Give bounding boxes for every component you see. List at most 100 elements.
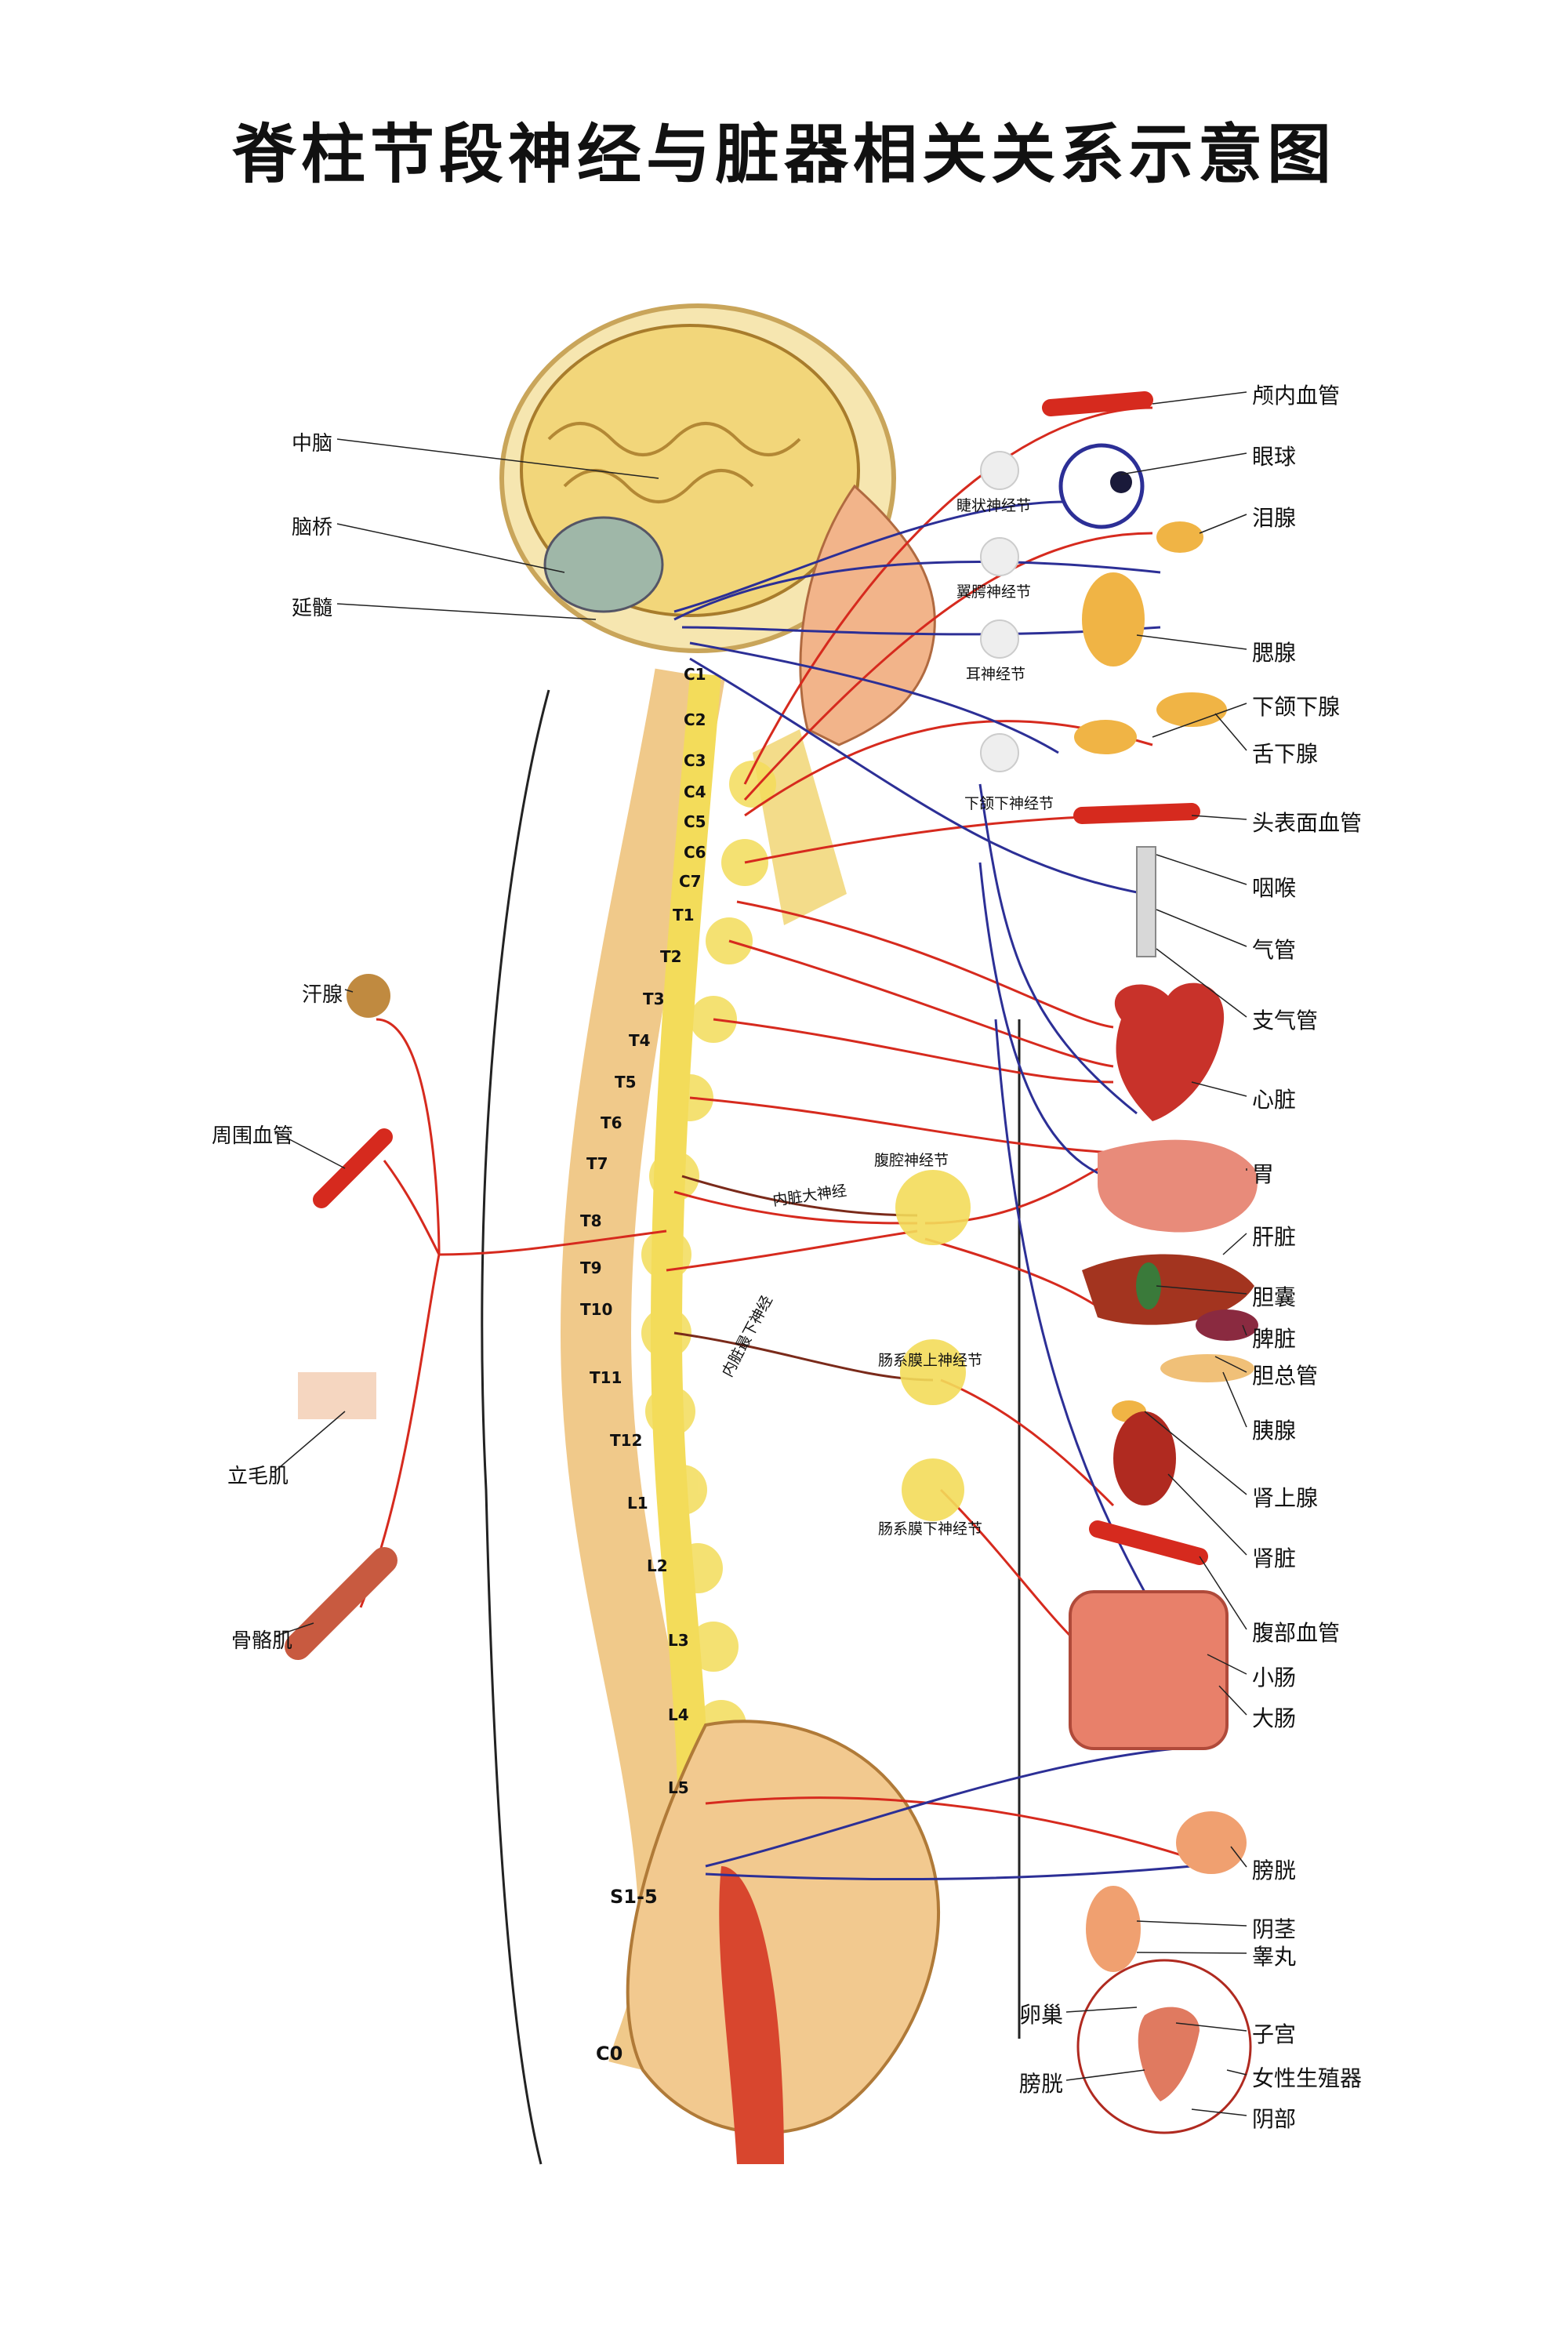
vertebra-C2: C2: [684, 710, 706, 729]
vertebra-S1-5: S1-5: [610, 1886, 658, 1908]
vertebra-L4: L4: [668, 1705, 689, 1724]
label-large-intestine: 大肠: [1252, 1705, 1297, 1731]
label-testis: 睾丸: [1252, 1944, 1297, 1970]
stomach-icon: [1098, 1139, 1258, 1233]
vertebra-C5: C5: [684, 812, 706, 831]
eyeball-icon: [1058, 443, 1145, 529]
thigh-muscle: [719, 1866, 784, 2164]
label-bladder: 膀胱: [1252, 1858, 1297, 1883]
label-sublingual-gland: 舌下腺: [1252, 741, 1319, 767]
vertebra-T11: T11: [590, 1368, 622, 1387]
label-female-genitalia: 女性生殖器: [1252, 2065, 1363, 2091]
pharynx-trachea-icon: [1136, 846, 1156, 957]
label-penis: 阴茎: [1252, 1916, 1297, 1942]
gallbladder-icon: [1136, 1262, 1161, 1309]
label-heart: 心脏: [1252, 1087, 1297, 1113]
penis-testis-icon: [1086, 1886, 1141, 1972]
bladder-icon: [1176, 1811, 1247, 1874]
label-stomach: 胃: [1252, 1161, 1275, 1187]
female-genital-circle: [1076, 1959, 1252, 2134]
label-parotid-gland: 腮腺: [1252, 640, 1297, 666]
label-pons: 脑桥: [292, 516, 333, 539]
label-peripheral-vessel: 周围血管: [212, 1124, 294, 1148]
parasympathetic-fibers: [673, 500, 1192, 1881]
vertebra-T9: T9: [580, 1258, 602, 1277]
sublingual-gland-icon: [1156, 692, 1227, 727]
label-uterus: 子宫: [1252, 2021, 1297, 2047]
vertebra-T7: T7: [586, 1154, 608, 1173]
label-celiac-ganglion: 腹腔神经节: [874, 1152, 949, 1169]
vertebra-T8: T8: [580, 1211, 602, 1230]
label-sweat-gland: 汗腺: [302, 983, 343, 1007]
peripheral-vessel-icon: [313, 1128, 393, 1208]
label-pudendum: 阴部: [1252, 2106, 1297, 2132]
label-kidney: 肾脏: [1252, 1545, 1297, 1571]
label-liver: 肝脏: [1252, 1224, 1297, 1250]
neck: [753, 729, 847, 925]
vertebra-T5: T5: [615, 1073, 637, 1091]
vertebra-T1: T1: [673, 906, 695, 924]
vertebra-C7: C7: [679, 872, 702, 891]
label-inferior-mesenteric-ganglion: 肠系膜下神经节: [878, 1520, 983, 1538]
label-eyeball: 眼球: [1252, 444, 1297, 470]
intracranial-vessel-icon: [1042, 391, 1153, 416]
label-submandibular-ganglion: 下颌下神经节: [964, 795, 1054, 812]
label-otic-ganglion: 耳神经节: [966, 666, 1026, 683]
leader-lines: [274, 391, 1247, 2116]
sweat-gland-icon: [347, 974, 390, 1018]
vertebra-C3: C3: [684, 751, 706, 770]
uterus-icon: [1138, 2007, 1200, 2101]
spleen-icon: [1196, 1309, 1258, 1341]
label-ovary: 卵巢: [1019, 2002, 1064, 2028]
label-adrenal-gland: 肾上腺: [1252, 1485, 1319, 1511]
head-ganglia: [980, 451, 1019, 772]
label-submandibular-gland: 下颌下腺: [1252, 694, 1341, 720]
vertebra-T6: T6: [601, 1113, 622, 1132]
parotid-gland-icon: [1082, 572, 1145, 666]
label-small-intestine: 小肠: [1252, 1665, 1297, 1691]
kidney-icon: [1113, 1411, 1176, 1505]
vertebra-C6: C6: [684, 843, 706, 862]
vertebra-T10: T10: [580, 1300, 613, 1319]
label-trachea: 气管: [1252, 937, 1297, 963]
label-arrector-pili: 立毛肌: [227, 1465, 289, 1488]
label-head-surface-vessels: 头表面血管: [1252, 810, 1363, 836]
label-lacrimal-gland: 泪腺: [1252, 505, 1297, 531]
pancreas-icon: [1160, 1354, 1254, 1382]
label-pterygopalatine-ganglion: 翼腭神经节: [956, 583, 1032, 601]
lacrimal-gland-icon: [1156, 521, 1203, 553]
vertebra-L3: L3: [668, 1631, 689, 1650]
vertebra-L1: L1: [627, 1494, 648, 1513]
label-bronchi: 支气管: [1252, 1008, 1319, 1033]
label-medulla: 延髓: [292, 597, 333, 620]
inferior-mesenteric-ganglion: [902, 1458, 964, 1521]
page-title: 脊柱节段神经与脏器相关关系示意图: [231, 118, 1336, 192]
vertebra-T3: T3: [643, 990, 665, 1008]
vertebra-L5: L5: [668, 1778, 689, 1797]
vertebra-T4: T4: [629, 1031, 651, 1050]
celiac-ganglion: [895, 1170, 971, 1245]
skeletal-muscle-icon: [285, 1547, 397, 1660]
intestine-icon: [1069, 1590, 1229, 1750]
label-ciliary-ganglion: 睫状神经节: [956, 497, 1032, 514]
label-gallbladder: 胆囊: [1252, 1284, 1297, 1310]
label-skeletal-muscle: 骨骼肌: [231, 1629, 293, 1653]
label-superior-mesenteric-ganglion: 肠系膜上神经节: [878, 1352, 983, 1369]
vertebra-C0: C0: [596, 2043, 623, 2065]
label-pancreas: 胰腺: [1252, 1418, 1297, 1444]
head-surface-vessel-icon: [1073, 803, 1200, 824]
abdominal-vessel-icon: [1089, 1520, 1208, 1565]
label-abdominal-vessels: 腹部血管: [1252, 1620, 1341, 1646]
vertebra-L2: L2: [647, 1556, 668, 1575]
liver-icon: [1082, 1254, 1254, 1325]
submandibular-gland-icon: [1074, 720, 1137, 754]
vertebra-C4: C4: [684, 783, 706, 801]
label-pharynx: 咽喉: [1252, 875, 1297, 901]
pelvis: [626, 1720, 941, 2134]
label-midbrain: 中脑: [292, 432, 333, 456]
vertebra-T2: T2: [660, 947, 682, 966]
arrector-muscle-icon: [298, 1372, 376, 1419]
vertebra-T12: T12: [610, 1431, 643, 1450]
label-spleen: 脾脏: [1252, 1326, 1297, 1352]
